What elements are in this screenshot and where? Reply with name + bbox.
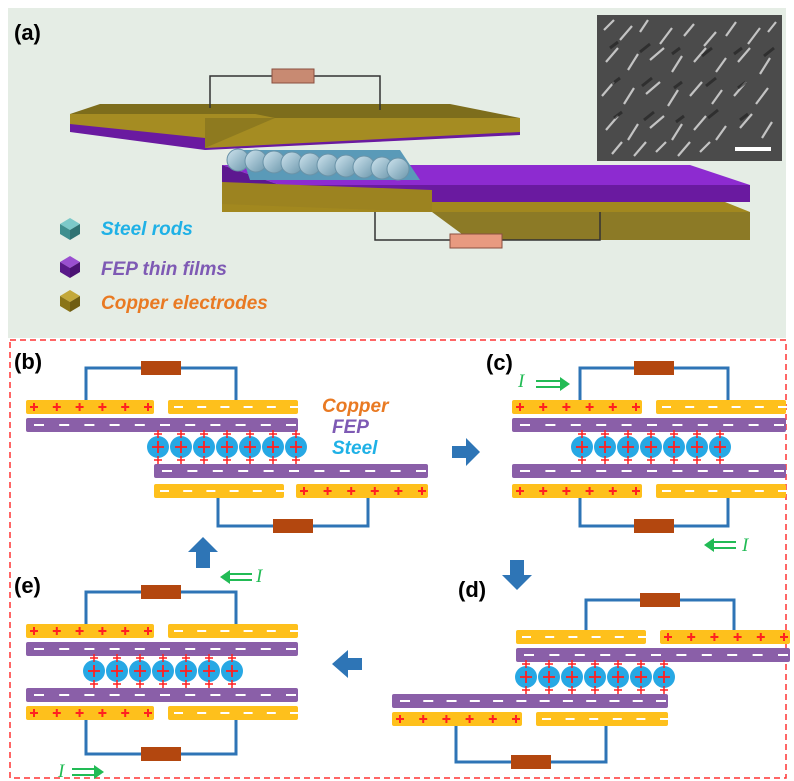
legend-steel-rods: Steel rods xyxy=(101,219,193,240)
teal-cube-icon xyxy=(60,218,80,240)
panel-label-c: (c) xyxy=(486,350,513,375)
current-arrow-c-top xyxy=(536,377,570,391)
panel-a-circuits xyxy=(209,68,601,249)
upper-copper-right-top xyxy=(205,104,520,118)
copper-electrode xyxy=(26,400,154,414)
upper-resistor xyxy=(271,68,315,84)
resistor xyxy=(141,585,181,599)
purple-cube-icon xyxy=(60,256,80,278)
arrow-c-to-d xyxy=(502,560,532,590)
lower-copper-left-front xyxy=(222,182,432,212)
resistor xyxy=(141,747,181,761)
lower-copper-right xyxy=(432,212,750,240)
copper-electrode xyxy=(168,624,298,638)
upper-copper-right-side xyxy=(205,118,275,148)
label-copper: Copper xyxy=(322,396,390,417)
label-steel: Steel xyxy=(332,438,378,459)
panel-d xyxy=(392,593,790,769)
current-label-e-bottom: I xyxy=(57,761,66,781)
resistor xyxy=(634,519,674,533)
current-label-e-top: I xyxy=(255,566,264,587)
sem-scale-bar xyxy=(735,147,771,151)
copper-electrode xyxy=(26,706,154,720)
panel-label-d: (d) xyxy=(458,577,486,602)
copper-electrode xyxy=(168,400,298,414)
gold-cube-icon xyxy=(60,290,80,312)
copper-electrode xyxy=(168,706,298,720)
current-arrow-e-bottom xyxy=(72,765,104,779)
copper-electrode xyxy=(536,712,668,726)
sem-inset xyxy=(597,15,782,161)
upper-copper-right-front xyxy=(205,118,520,148)
steel-rod-row xyxy=(226,148,420,181)
label-fep: FEP xyxy=(332,417,369,438)
current-arrow-e-top xyxy=(220,570,252,584)
panel-b xyxy=(26,361,428,533)
lower-resistor xyxy=(449,233,503,249)
flow-arrows xyxy=(188,438,532,678)
resistor xyxy=(141,361,181,375)
panel-a: Steel rods FEP thin films Copper electro… xyxy=(8,8,786,338)
arrow-b-to-c xyxy=(452,438,480,466)
copper-electrode xyxy=(26,624,154,638)
copper-electrode xyxy=(512,484,642,498)
current-label-c-top: I xyxy=(517,371,526,392)
panel-e xyxy=(26,585,299,761)
copper-electrode xyxy=(392,712,522,726)
steel-rod xyxy=(386,157,410,181)
copper-electrode xyxy=(660,630,790,644)
sem-shadows xyxy=(609,40,775,124)
legend-fep-films: FEP thin films xyxy=(101,259,227,280)
panel-label-b: (b) xyxy=(14,349,42,374)
panel-b-e-dashed-border xyxy=(9,339,787,779)
resistor xyxy=(511,755,551,769)
arrow-e-to-b xyxy=(188,537,218,568)
arrow-d-to-e xyxy=(332,650,362,678)
copper-electrode xyxy=(512,400,642,414)
fep-film xyxy=(392,694,668,708)
schematics xyxy=(26,361,790,769)
copper-electrode xyxy=(516,630,646,644)
sem-texture xyxy=(601,19,777,157)
copper-electrode xyxy=(656,484,786,498)
copper-electrode xyxy=(296,484,428,498)
current-arrow-c-bottom xyxy=(704,538,736,552)
copper-electrode xyxy=(656,400,786,414)
resistor xyxy=(640,593,680,607)
legend-copper-electrodes: Copper electrodes xyxy=(101,293,268,314)
panel-label-e: (e) xyxy=(14,573,41,598)
upper-electrode-assembly xyxy=(70,104,520,150)
resistor xyxy=(273,519,313,533)
panel-label-a: (a) xyxy=(14,20,41,45)
copper-electrode xyxy=(154,484,284,498)
current-label-c-bottom: I xyxy=(741,535,750,556)
resistor xyxy=(634,361,674,375)
panel-c xyxy=(512,361,787,533)
legend: Steel rods FEP thin films Copper electro… xyxy=(60,218,268,314)
